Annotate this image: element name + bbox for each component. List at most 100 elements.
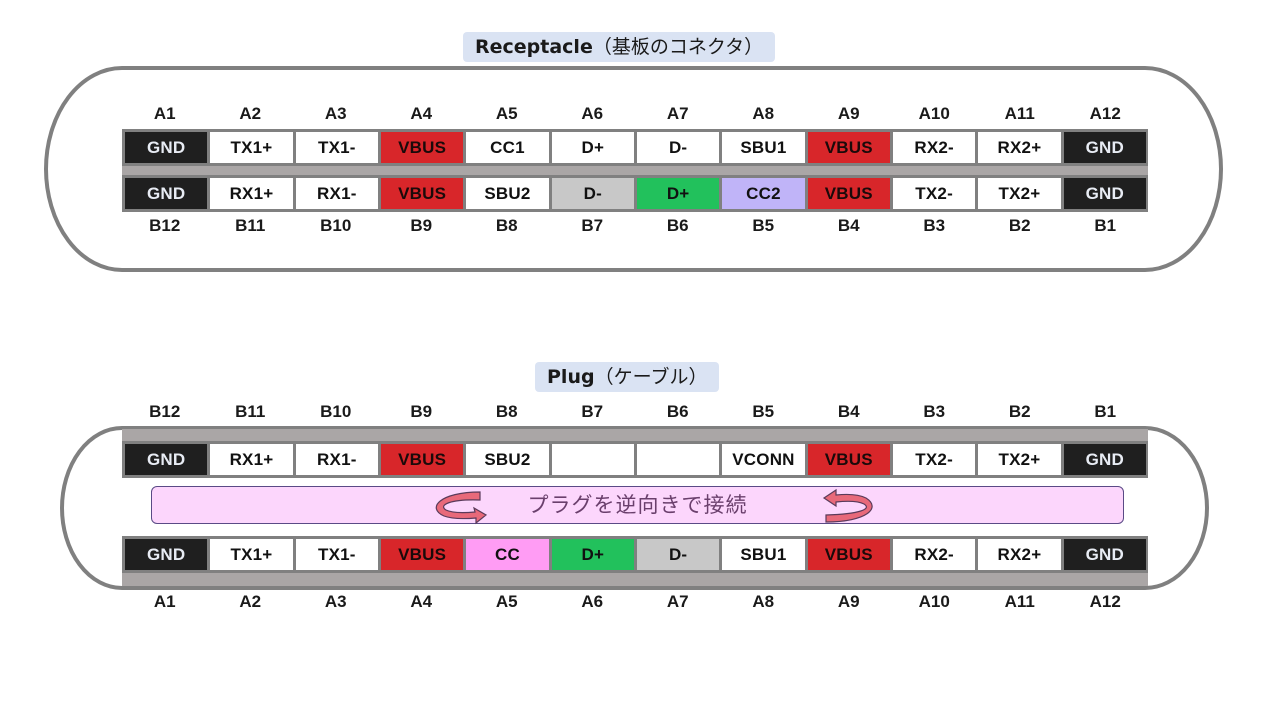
- pin-cell: VBUS: [807, 132, 890, 163]
- plug-title-text: Plug: [547, 366, 595, 388]
- pin-cell: CC1: [466, 132, 549, 163]
- pin-cell: TX2-: [892, 178, 976, 209]
- pin-cell: GND: [1063, 539, 1146, 570]
- pin-number-label: B8: [495, 216, 518, 235]
- pin-cell: TX2-: [892, 444, 976, 475]
- pin-cell: VBUS: [380, 539, 464, 570]
- pin-cell: RX2-: [892, 132, 976, 163]
- flip-note-bar: プラグを逆向きで接続: [151, 486, 1124, 524]
- pin-number-label: B9: [410, 402, 433, 421]
- pin-cell: RX2+: [978, 539, 1061, 570]
- pin-number-label: A5: [495, 592, 518, 611]
- pin-number-label: A3: [324, 104, 347, 123]
- pin-number-label: A12: [1089, 104, 1121, 123]
- pin-number-label: A7: [666, 592, 689, 611]
- pin-number-label: B7: [581, 216, 604, 235]
- pin-cell: [636, 444, 720, 475]
- pin-number-label: A10: [918, 592, 950, 611]
- flip-note-text: プラグを逆向きで接続: [527, 493, 748, 517]
- pin-cell: GND: [125, 539, 208, 570]
- pin-cell: SBU2: [466, 178, 549, 209]
- pin-number-label: B12: [149, 402, 181, 421]
- pin-number-label: A11: [1004, 104, 1035, 123]
- pin-number-label: A11: [1004, 592, 1035, 611]
- pin-number-label: A12: [1089, 592, 1121, 611]
- pin-number-label: A2: [239, 104, 262, 123]
- pin-number-label: B6: [666, 402, 689, 421]
- pin-cell: RX1-: [295, 444, 378, 475]
- pin-cell: VBUS: [807, 444, 890, 475]
- pin-cell: D-: [636, 539, 720, 570]
- pin-number-label: B11: [235, 216, 266, 235]
- pin-number-label: B9: [410, 216, 433, 235]
- pin-cell: VBUS: [380, 178, 464, 209]
- pin-number-label: B4: [837, 402, 860, 421]
- pin-cell: TX1-: [295, 539, 378, 570]
- pin-cell: TX2+: [978, 444, 1061, 475]
- pin-number-label: A6: [581, 104, 604, 123]
- plug-bottom-band: [122, 573, 1148, 586]
- pin-cell: TX1-: [295, 132, 378, 163]
- pin-cell: D-: [636, 132, 720, 163]
- pin-cell: RX1+: [210, 178, 293, 209]
- pin-number-label: B5: [752, 402, 775, 421]
- pin-cell: SBU1: [722, 132, 805, 163]
- pin-number-label: A5: [495, 104, 518, 123]
- pin-cell: D+: [551, 539, 634, 570]
- pin-cell: [551, 444, 634, 475]
- pin-cell: D+: [636, 178, 720, 209]
- pin-number-label: B5: [752, 216, 775, 235]
- pin-cell: SBU2: [466, 444, 549, 475]
- pin-number-label: B6: [666, 216, 689, 235]
- pin-number-label: A4: [410, 592, 433, 611]
- receptacle-title-jp: （基板のコネクタ）: [592, 36, 764, 58]
- pin-cell: VBUS: [807, 178, 890, 209]
- pin-number-label: B3: [923, 216, 946, 235]
- pin-cell: RX1+: [210, 444, 293, 475]
- pin-number-label: A9: [837, 592, 860, 611]
- pin-number-label: B2: [1008, 402, 1031, 421]
- pin-cell: SBU1: [722, 539, 805, 570]
- rotate-arrow-left-icon: [435, 491, 488, 525]
- pin-number-label: B7: [581, 402, 604, 421]
- pin-cell: VCONN: [722, 444, 805, 475]
- pin-cell: CC2: [722, 178, 805, 209]
- pin-number-label: A1: [153, 104, 176, 123]
- pin-number-label: B2: [1008, 216, 1031, 235]
- pin-cell: TX1+: [210, 132, 293, 163]
- pin-number-label: B8: [495, 402, 518, 421]
- pin-number-label: B11: [235, 402, 266, 421]
- receptacle-title-text: Receptacle: [475, 36, 593, 58]
- pin-cell: VBUS: [380, 132, 464, 163]
- pin-number-label: A2: [239, 592, 262, 611]
- pin-number-label: A7: [666, 104, 689, 123]
- pin-cell: GND: [125, 178, 208, 209]
- pin-cell: GND: [125, 444, 208, 475]
- pin-cell: TX2+: [978, 178, 1061, 209]
- pin-number-label: B10: [320, 402, 352, 421]
- pin-cell: CC: [466, 539, 549, 570]
- pin-number-label: B1: [1094, 402, 1117, 421]
- pin-number-label: A8: [752, 592, 775, 611]
- pin-number-label: B10: [320, 216, 352, 235]
- plug-top-band: [122, 429, 1148, 442]
- rotate-arrow-right-icon: [822, 488, 873, 523]
- pin-number-label: A4: [410, 104, 433, 123]
- pin-number-label: A3: [324, 592, 347, 611]
- pin-cell: RX1-: [295, 178, 378, 209]
- pin-cell: VBUS: [807, 539, 890, 570]
- pin-cell: D+: [551, 132, 634, 163]
- pin-cell: D-: [551, 178, 634, 209]
- pin-cell: GND: [1063, 132, 1146, 163]
- receptacle-title: Receptacle（基板のコネクタ）: [463, 32, 776, 62]
- pin-cell: GND: [125, 132, 208, 163]
- pin-number-label: B1: [1094, 216, 1117, 235]
